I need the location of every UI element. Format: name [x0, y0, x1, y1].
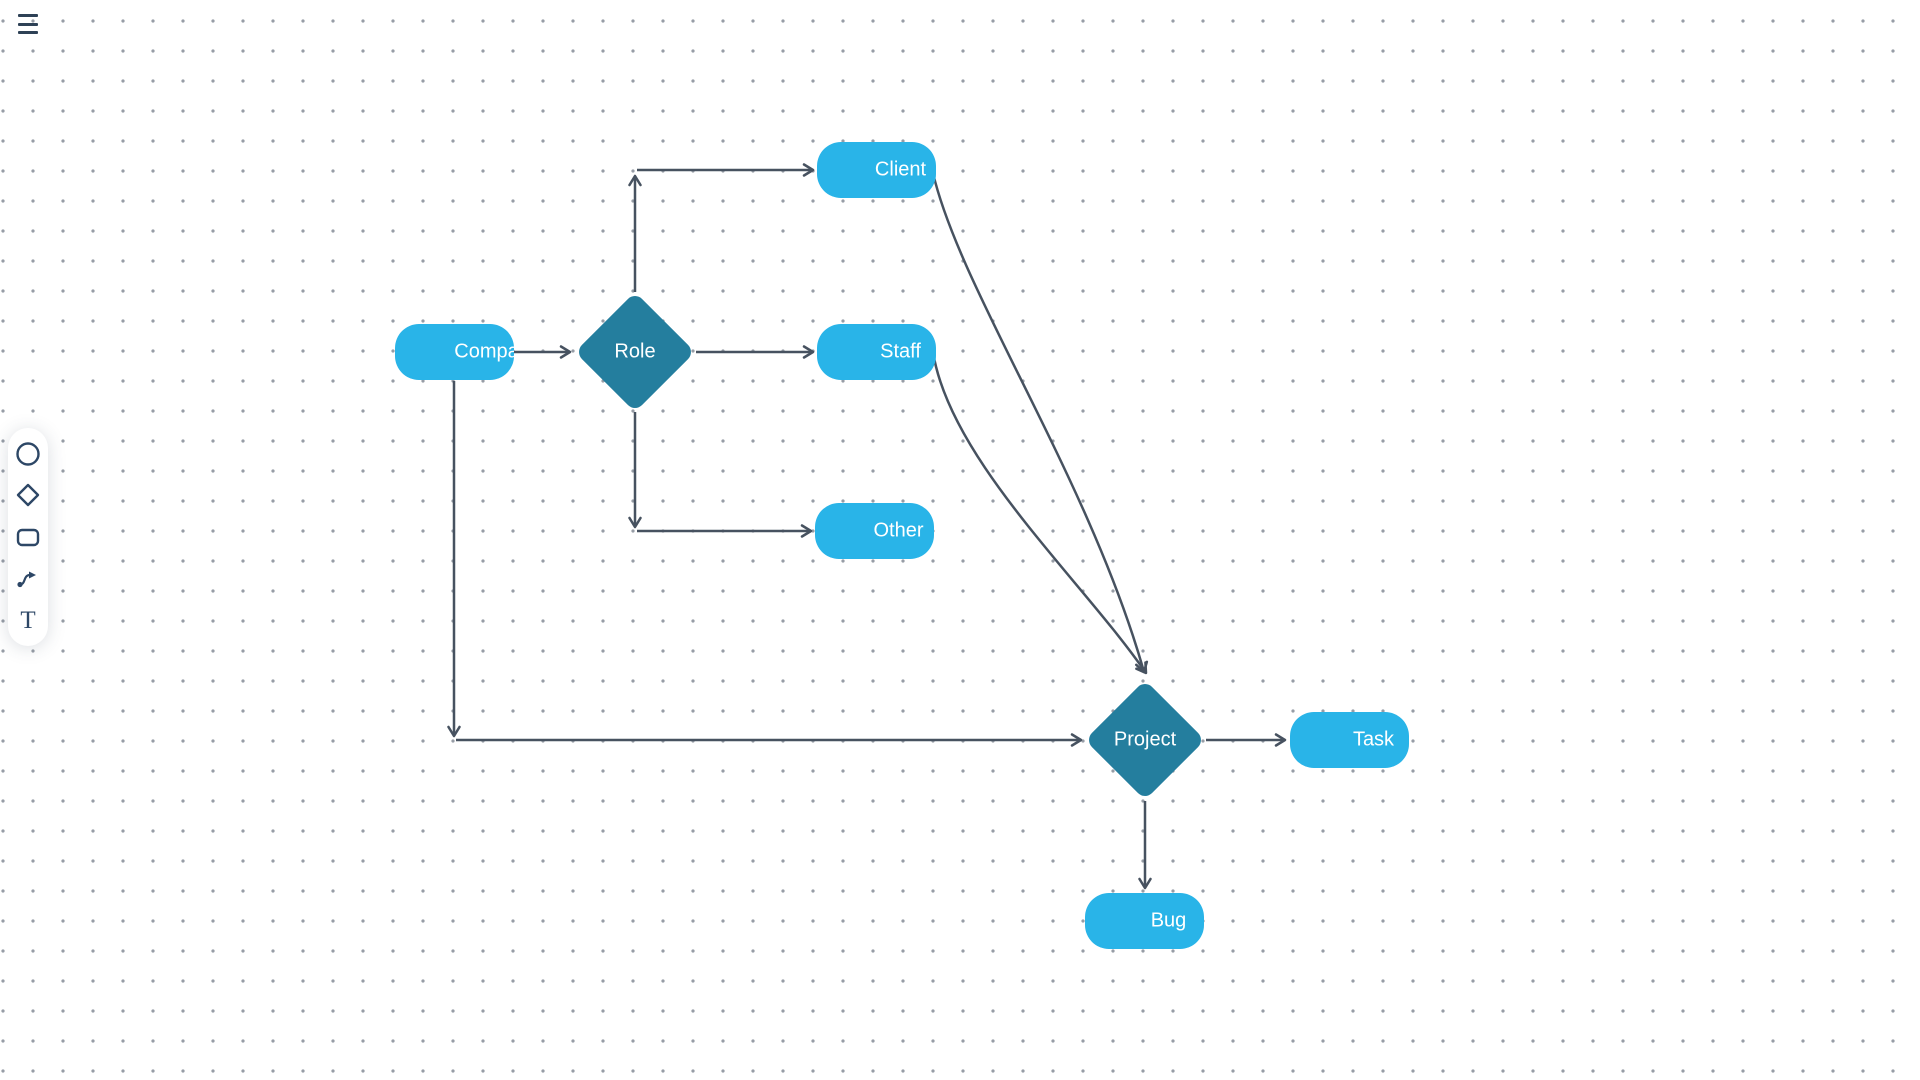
node-bug[interactable]: Bug	[1085, 893, 1204, 949]
hamburger-menu-icon[interactable]	[18, 14, 38, 34]
connector-tool-button[interactable]	[12, 563, 44, 595]
node-label: Compa	[454, 340, 514, 363]
rounded-rectangle-icon	[15, 524, 41, 550]
diamond-icon	[15, 482, 41, 508]
text-tool-button[interactable]: T	[12, 604, 44, 636]
node-label: Staff	[880, 340, 921, 363]
node-label: Task	[1352, 728, 1395, 751]
node-task[interactable]: Task	[1290, 712, 1409, 768]
node-label: Client	[874, 158, 927, 181]
connector-arrow-icon	[15, 566, 41, 592]
node-role[interactable]: Role	[574, 291, 696, 413]
edge-client-project[interactable]	[931, 172, 1149, 674]
edge-staff-project[interactable]	[931, 351, 1148, 675]
ellipse-tool-button[interactable]	[12, 438, 44, 470]
node-label: Bug	[1150, 909, 1187, 932]
shape-toolbar: T	[8, 428, 48, 646]
text-icon: T	[20, 606, 36, 634]
node-other[interactable]: Other	[815, 503, 934, 559]
node-label: Role	[614, 340, 656, 363]
node-staff[interactable]: Staff	[817, 324, 936, 380]
node-project[interactable]: Project	[1084, 679, 1206, 801]
rectangle-tool-button[interactable]	[12, 521, 44, 553]
node-client[interactable]: Client	[817, 142, 936, 198]
diamond-tool-button[interactable]	[12, 479, 44, 511]
node-label: Project	[1113, 728, 1177, 751]
node-label: Other	[873, 519, 924, 542]
node-company[interactable]: Compa	[395, 324, 514, 380]
circle-icon	[15, 441, 41, 467]
